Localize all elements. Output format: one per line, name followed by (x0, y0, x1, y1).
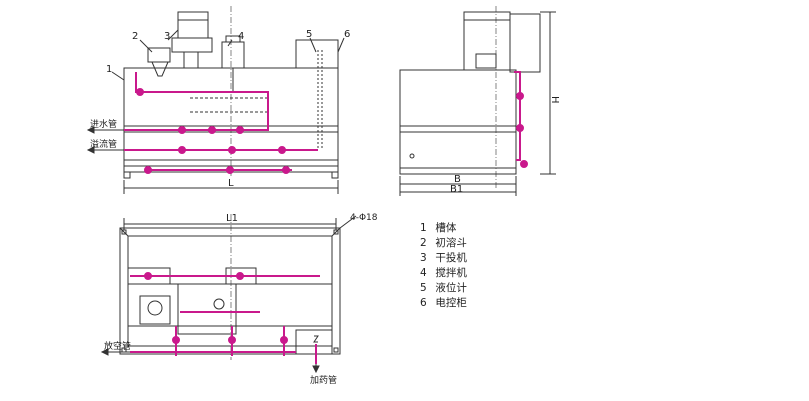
legend: 1 槽体 2 初溶斗 3 干投机 4 搅拌机 5 液位计 6 电控柜 (420, 221, 467, 311)
callout-6: 6 (344, 29, 350, 40)
legend-item: 6 电控柜 (420, 297, 467, 309)
callout-3: 3 (164, 31, 170, 42)
front-view (111, 6, 345, 194)
dim-h: H (549, 96, 560, 104)
top-pipes (130, 272, 320, 364)
callout-4: 4 (238, 31, 244, 42)
dosing-pipe-label: 加药管 (310, 374, 337, 386)
callout-5: 5 (306, 29, 312, 40)
dim-b: B (454, 174, 461, 185)
front-pipes (124, 72, 318, 174)
legend-item: 3 干投机 (420, 252, 467, 264)
callout-2: 2 (132, 31, 138, 42)
legend-item: 2 初溶斗 (420, 237, 467, 249)
dim-b1: B1 (450, 184, 463, 195)
inlet-pipe-label: 进水管 (90, 118, 117, 130)
top-view (119, 214, 357, 360)
dissolving-hopper (147, 47, 171, 63)
side-pipes (514, 71, 528, 168)
side-view (399, 6, 556, 196)
side-tank (399, 69, 517, 175)
lightning-icon (313, 335, 319, 343)
control-cabinet (295, 39, 339, 69)
side-feeder (463, 11, 511, 71)
vent-pipe-label: 放空管 (104, 340, 131, 352)
top-tank (119, 227, 341, 355)
overflow-pipe-label: 溢流管 (90, 138, 117, 150)
callout-1: 1 (106, 64, 112, 75)
dry-feeder (177, 11, 209, 39)
mixer (221, 41, 245, 69)
dim-l1: L1 (226, 213, 238, 224)
top-cabinet (295, 329, 333, 355)
holes-label: 4-Φ18 (350, 213, 378, 223)
legend-item: 1 槽体 (420, 222, 457, 234)
legend-item: 4 搅拌机 (420, 267, 467, 279)
legend-item: 5 液位计 (420, 282, 467, 294)
dim-length: L (228, 178, 234, 189)
